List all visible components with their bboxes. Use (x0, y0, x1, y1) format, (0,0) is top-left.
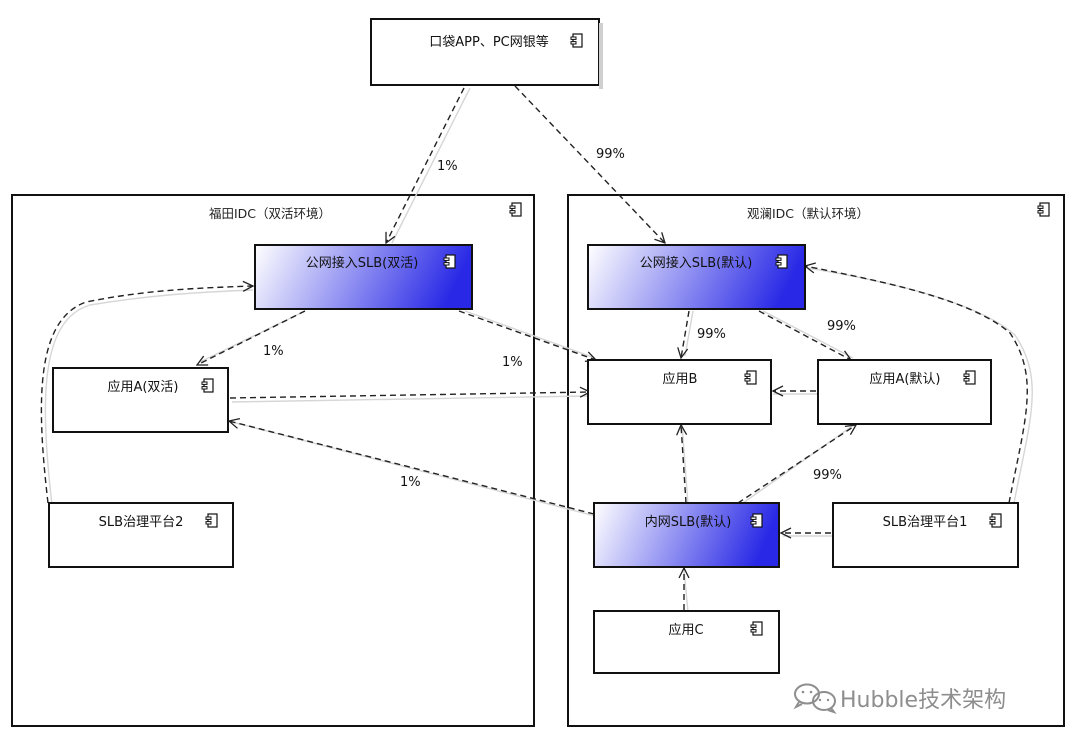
component-guanlan-slb-label: 公网接入SLB(默认) (640, 255, 753, 271)
edge-label-client-to-guanlan: 99% (596, 147, 625, 162)
component-icon (201, 378, 214, 393)
component-slb-admin-2-label: SLB治理平台2 (99, 515, 184, 530)
edge-futian-slb-to-app-a (197, 310, 306, 365)
edge-internal-to-app-b (681, 425, 686, 504)
edge-admin1-to-guanlan-slb (805, 266, 1028, 504)
component-icon (205, 513, 218, 528)
component-icon (775, 254, 788, 269)
component-app-b-label: 应用B (663, 371, 698, 387)
component-icon (1037, 202, 1050, 217)
edge-label-guanlan-slb-to-app-a-default: 99% (827, 319, 856, 334)
edge-client-to-futian-slb (386, 87, 465, 243)
edge-label-guanlan-slb-to-app-b: 99% (697, 327, 726, 342)
component-icon (963, 370, 976, 385)
component-icon (750, 621, 763, 636)
component-app-b: 应用B (587, 359, 772, 425)
edge-label-futian-slb-to-app-b: 1% (502, 355, 523, 370)
watermark-text: Hubble技术架构 (840, 688, 1006, 713)
container-guanlan-label: 观澜IDC（默认环境） (747, 206, 869, 221)
component-slb-admin-1: SLB治理平台1 (832, 502, 1019, 568)
component-app-a-active: 应用A(双活) (52, 367, 229, 433)
component-futian-slb: 公网接入SLB(双活) (254, 244, 473, 310)
component-slb-admin-2: SLB治理平台2 (48, 502, 234, 568)
edge-internal-to-app-a-default (737, 425, 856, 504)
component-app-c-label: 应用C (668, 622, 703, 638)
edge-label-client-to-futian: 1% (437, 159, 458, 174)
edge-app-a-to-app-b (229, 392, 590, 399)
component-app-c: 应用C (593, 610, 780, 674)
edge-guanlan-slb-to-app-b (681, 310, 690, 358)
component-internal-slb-label: 内网SLB(默认) (645, 514, 732, 530)
component-futian-slb-label: 公网接入SLB(双活) (306, 255, 419, 271)
edge-label-futian-slb-to-app-a: 1% (263, 344, 284, 359)
edge-admin2-to-futian-slb (40, 286, 253, 504)
component-icon (509, 202, 522, 217)
component-app-a-default-label: 应用A(默认) (869, 371, 940, 387)
edge-label-internal-to-app-a-default: 99% (813, 468, 842, 483)
edge-internal-to-app-a-active (229, 421, 595, 515)
edge-label-internal-to-app-a-active: 1% (400, 475, 421, 490)
edge-labels: 1% 99% 1% 1% 99% 99% 99% 1% (263, 147, 856, 490)
component-icon (989, 513, 1002, 528)
edge-guanlan-slb-to-app-a-default (758, 310, 851, 360)
edge-client-to-guanlan-slb (514, 85, 665, 243)
component-client: 口袋APP、PC网银等 (370, 18, 603, 89)
component-internal-slb: 内网SLB(默认) (593, 502, 780, 568)
component-slb-admin-1-label: SLB治理平台1 (883, 515, 968, 530)
wechat-icon (793, 683, 837, 714)
edges (40, 85, 1033, 613)
component-app-a-active-label: 应用A(双活) (107, 379, 178, 395)
component-icon (750, 513, 763, 528)
component-icon (570, 33, 583, 48)
component-client-label: 口袋APP、PC网银等 (429, 34, 549, 50)
component-app-a-default: 应用A(默认) (817, 359, 992, 425)
component-guanlan-slb: 公网接入SLB(默认) (587, 244, 806, 310)
edge-futian-slb-to-app-b (458, 310, 596, 360)
container-futian-label: 福田IDC（双活环境） (209, 206, 331, 221)
component-icon (744, 370, 757, 385)
component-icon (443, 254, 456, 269)
watermark: Hubble技术架构 (793, 683, 1006, 714)
